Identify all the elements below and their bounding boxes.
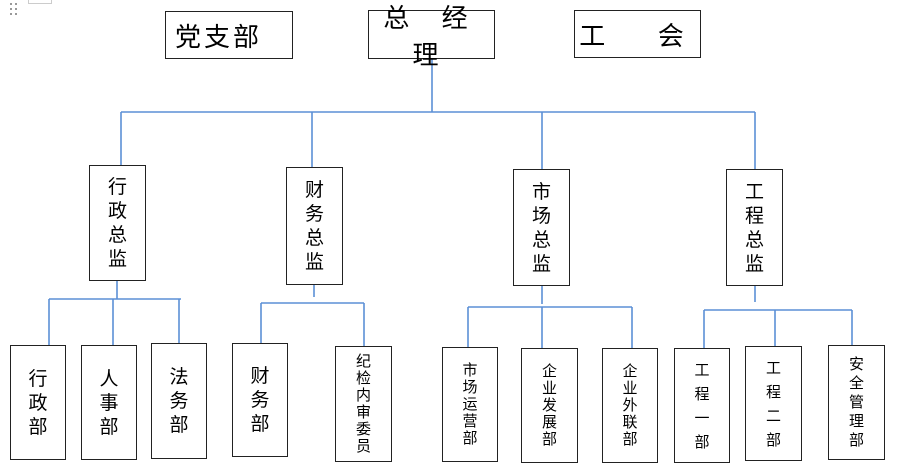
dept-legal-box: 法 务 部: [151, 343, 207, 459]
director-finance-label: 财 务 总 监: [304, 179, 324, 273]
drag-handle-icon[interactable]: [10, 3, 22, 17]
dept-safety-box: 安 全 管 理 部: [828, 345, 885, 460]
dept-admin-box: 行 政 部: [10, 345, 66, 460]
dept-hr-label: 人 事 部: [99, 367, 119, 438]
dept-enterprise-liaison-label: 企 业 外 联 部: [622, 362, 638, 448]
dept-enterprise-dev-label: 企 业 发 展 部: [541, 362, 557, 448]
dept-eng-1-label: 工 程 一 部: [694, 360, 710, 451]
general-manager-box: 总 经 理: [368, 4, 495, 71]
dept-finance-label: 财 务 部: [250, 365, 270, 435]
director-finance-box: 财 务 总 监: [286, 167, 343, 285]
dept-admin-label: 行 政 部: [28, 367, 48, 438]
labor-union-label: 工 会: [579, 21, 696, 52]
party-branch-label: 党支部: [175, 22, 263, 53]
labor-union-box: 工 会: [574, 10, 701, 58]
dept-enterprise-dev-box: 企 业 发 展 部: [521, 348, 578, 463]
dept-enterprise-liaison-box: 企 业 外 联 部: [602, 348, 658, 463]
party-branch-box: 党支部: [165, 11, 293, 59]
dept-safety-label: 安 全 管 理 部: [848, 355, 864, 449]
dept-market-ops-label: 市 场 运 营 部: [462, 361, 478, 447]
director-engineering-box: 工 程 总 监: [726, 169, 783, 286]
dept-audit-box: 纪 检 内 审 委 员: [335, 346, 392, 462]
dept-market-ops-box: 市 场 运 营 部: [442, 347, 498, 462]
director-market-box: 市 场 总 监: [513, 169, 570, 286]
director-engineering-label: 工 程 总 监: [744, 180, 764, 275]
dept-eng-2-label: 工 程 二 部: [765, 358, 781, 449]
dept-audit-label: 纪 检 内 审 委 员: [355, 352, 371, 455]
dept-legal-label: 法 务 部: [169, 366, 189, 436]
dept-eng-2-box: 工 程 二 部: [745, 346, 802, 461]
director-admin-label: 行 政 总 监: [107, 176, 127, 270]
director-market-label: 市 场 总 监: [531, 180, 551, 275]
general-manager-label: 总 经 理: [383, 3, 480, 71]
director-admin-box: 行 政 总 监: [89, 165, 146, 281]
dept-finance-box: 财 务 部: [232, 343, 288, 457]
dept-hr-box: 人 事 部: [81, 345, 137, 460]
dept-eng-1-box: 工 程 一 部: [674, 348, 730, 463]
selection-box: [28, 0, 52, 4]
